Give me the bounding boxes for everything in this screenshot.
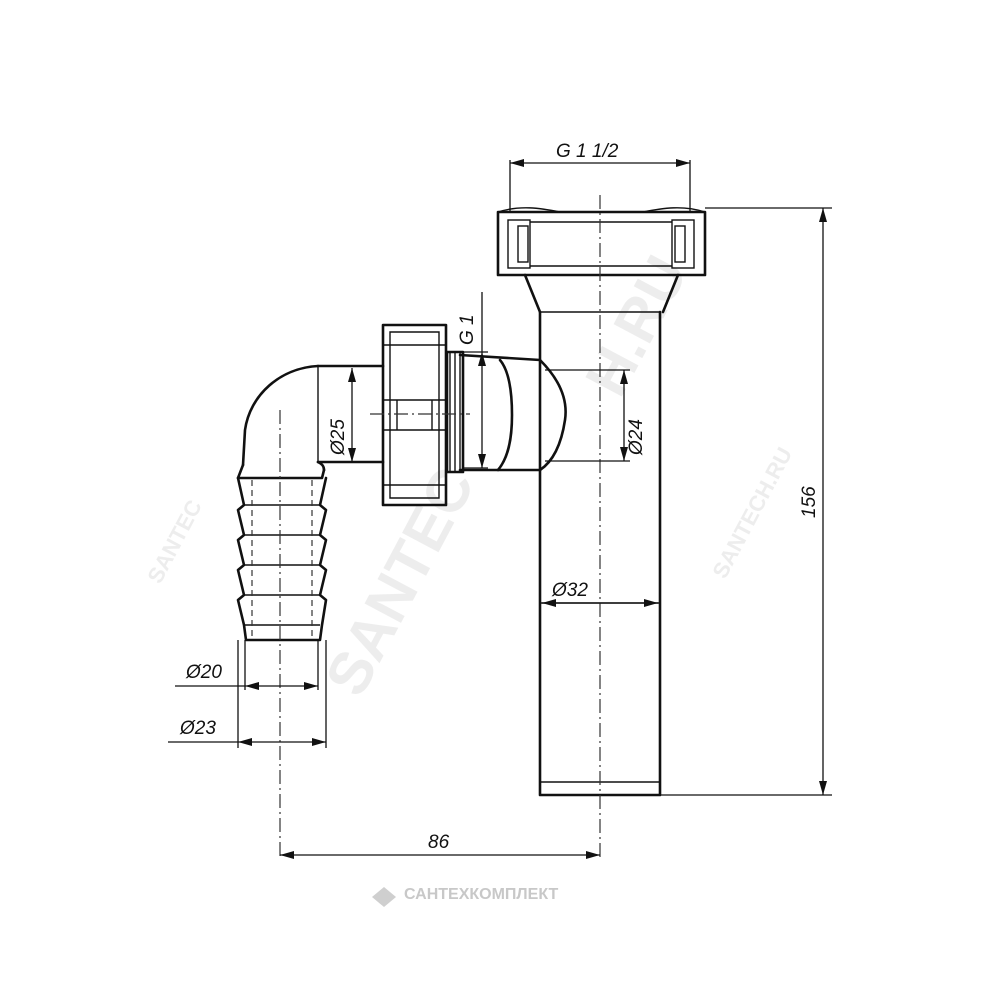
watermark-main-suffix: H.RU (572, 245, 700, 406)
label-dia-24: Ø24 (626, 419, 647, 456)
dim-thread-top: G 1 1/2 (509, 141, 691, 212)
dim-thread-side: G 1 (457, 292, 488, 469)
watermark-left: SANTEC (142, 496, 207, 588)
footer-logo: САНТЕХКОМПЛЕКТ (372, 886, 558, 907)
label-thread-side: G 1 (457, 314, 478, 345)
label-dia-23: Ø23 (179, 718, 216, 739)
watermark-main: SANTEC (312, 457, 487, 706)
label-dia-32: Ø32 (551, 580, 588, 601)
dim-dia-20: Ø20 (175, 640, 319, 690)
label-height: 156 (799, 486, 820, 518)
label-width: 86 (428, 832, 450, 853)
dim-dia-23: Ø23 (168, 640, 327, 748)
dim-dia-32: Ø32 (542, 580, 658, 607)
watermark-right: SANTECH.RU (707, 443, 797, 582)
dim-dia-24: Ø24 (545, 369, 647, 462)
dim-width: 86 (280, 832, 600, 859)
label-dia-20: Ø20 (185, 662, 222, 683)
dim-dia-25: Ø25 (328, 368, 356, 462)
center-lines (279, 195, 601, 860)
footer-logo-text: САНТЕХКОМПЛЕКТ (404, 886, 558, 903)
footer-logo-icon (372, 887, 396, 907)
side-branch (381, 323, 542, 507)
dim-height: 156 (660, 207, 832, 796)
label-dia-25: Ø25 (328, 419, 349, 456)
label-thread-top: G 1 1/2 (556, 141, 619, 162)
